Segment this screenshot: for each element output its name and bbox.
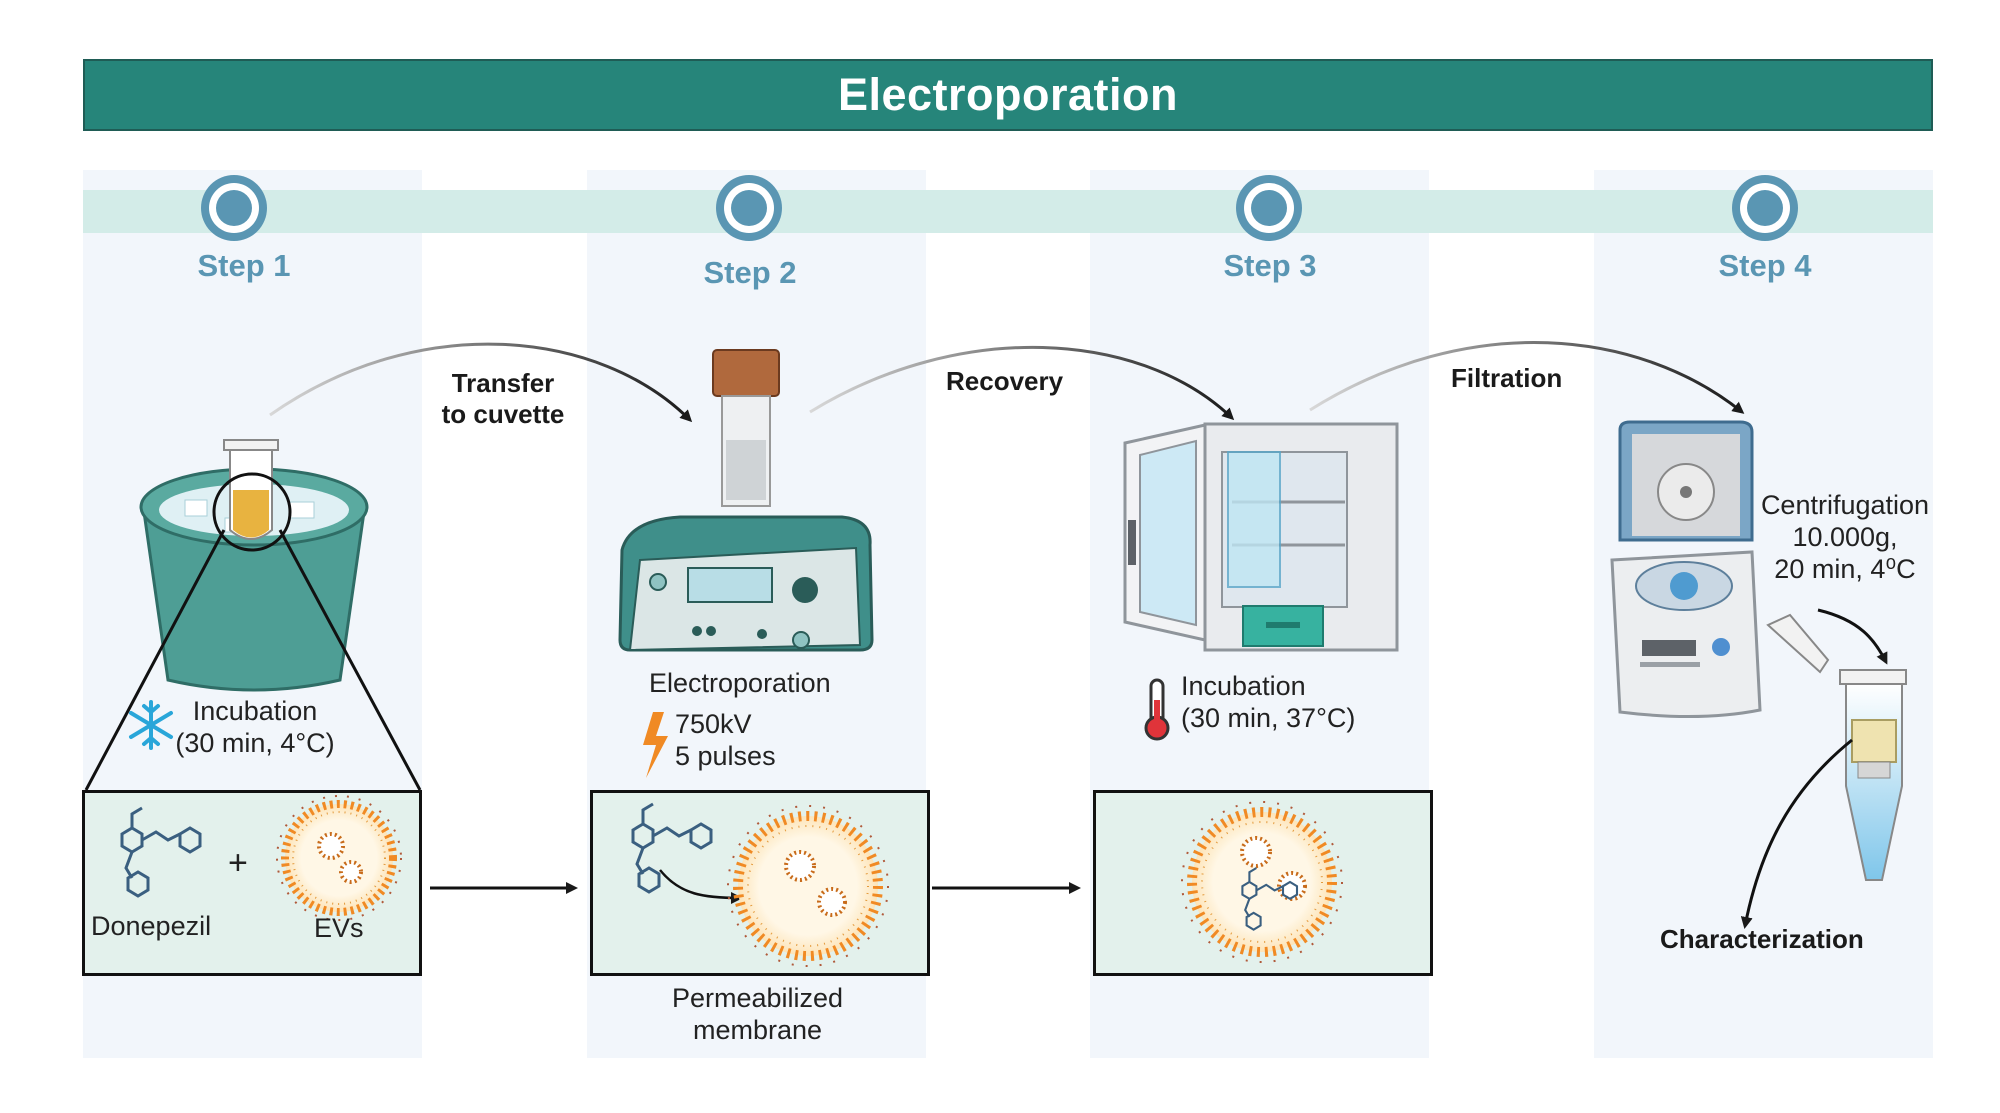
step3-incubation-line1: Incubation [1181, 671, 1306, 701]
centrifuge-icon [1610, 420, 1762, 719]
centrifugation-line2: 10.000g, [1792, 521, 1898, 552]
incubator-icon [1123, 422, 1399, 652]
molecule-icon [631, 802, 713, 894]
recovery-arrow [809, 346, 1235, 421]
snowflake-icon [129, 700, 173, 750]
step1-incubation-line1: Incubation [192, 696, 318, 726]
step1-label: Step 1 [197, 248, 291, 283]
step1-marker-icon [201, 175, 267, 241]
page-title: Electroporation [837, 69, 1179, 120]
permeabilized-line1: Permeabilized [671, 983, 844, 1013]
plus-sign: + [228, 844, 248, 882]
transfer-label: Transfer to cuvette [433, 368, 573, 430]
step2-label: Step 2 [703, 255, 797, 290]
ev-icon-step3 [1181, 801, 1343, 963]
transfer-line1: Transfer [451, 368, 555, 398]
permeabilized-caption: Permeabilized membrane [650, 983, 865, 1047]
step3-marker-icon [1236, 175, 1302, 241]
voltage-label: 750kV [675, 709, 752, 739]
donepezil-label: Donepezil [91, 911, 212, 941]
electroporator-icon [618, 515, 874, 652]
centrifugation-line3: 20 min, 4⁰C [1774, 553, 1916, 584]
centrifugation-label: Centrifugation 10.000g, 20 min, 4⁰C [1745, 490, 1945, 586]
title-banner: Electroporation [83, 59, 1933, 131]
transfer-arrow [269, 342, 693, 423]
falcon-tube-icon [1766, 613, 1907, 881]
evs-label: EVs [314, 913, 364, 943]
step3-incubation: Incubation (30 min, 37°C) [1181, 671, 1355, 735]
step3-incubation-line2: (30 min, 37°C) [1181, 702, 1356, 733]
centrifugation-line1: Centrifugation [1760, 490, 1930, 520]
step4-label: Step 4 [1718, 248, 1812, 283]
filtration-label: Filtration [1451, 363, 1563, 393]
transfer-line2: to cuvette [441, 399, 565, 430]
permeabilized-line2: membrane [692, 1014, 823, 1045]
step1-incubation-line2: (30 min, 4°C) [175, 727, 335, 758]
recovery-label: Recovery [946, 366, 1064, 396]
thermometer-icon [1144, 678, 1170, 741]
to-tube-arrow [1817, 608, 1888, 665]
to-characterization-arrow [1740, 738, 1853, 929]
molecule-icon [120, 806, 202, 898]
step2-marker-icon [716, 175, 782, 241]
ice-bucket-icon [139, 439, 369, 692]
lightning-icon [643, 712, 668, 778]
step3-label: Step 3 [1223, 248, 1317, 283]
pulses-label: 5 pulses [675, 741, 776, 771]
characterization-label: Characterization [1660, 924, 1864, 954]
step1-incubation: Incubation (30 min, 4°C) [165, 696, 345, 760]
filtration-arrow [1309, 341, 1745, 414]
ev-icon-step1 [276, 795, 402, 921]
step4-marker-icon [1732, 175, 1798, 241]
cuvette-icon [712, 349, 780, 507]
timeline-band [83, 190, 1933, 233]
ev-icon-step2 [727, 805, 889, 967]
electroporation-device-label: Electroporation [649, 668, 831, 698]
